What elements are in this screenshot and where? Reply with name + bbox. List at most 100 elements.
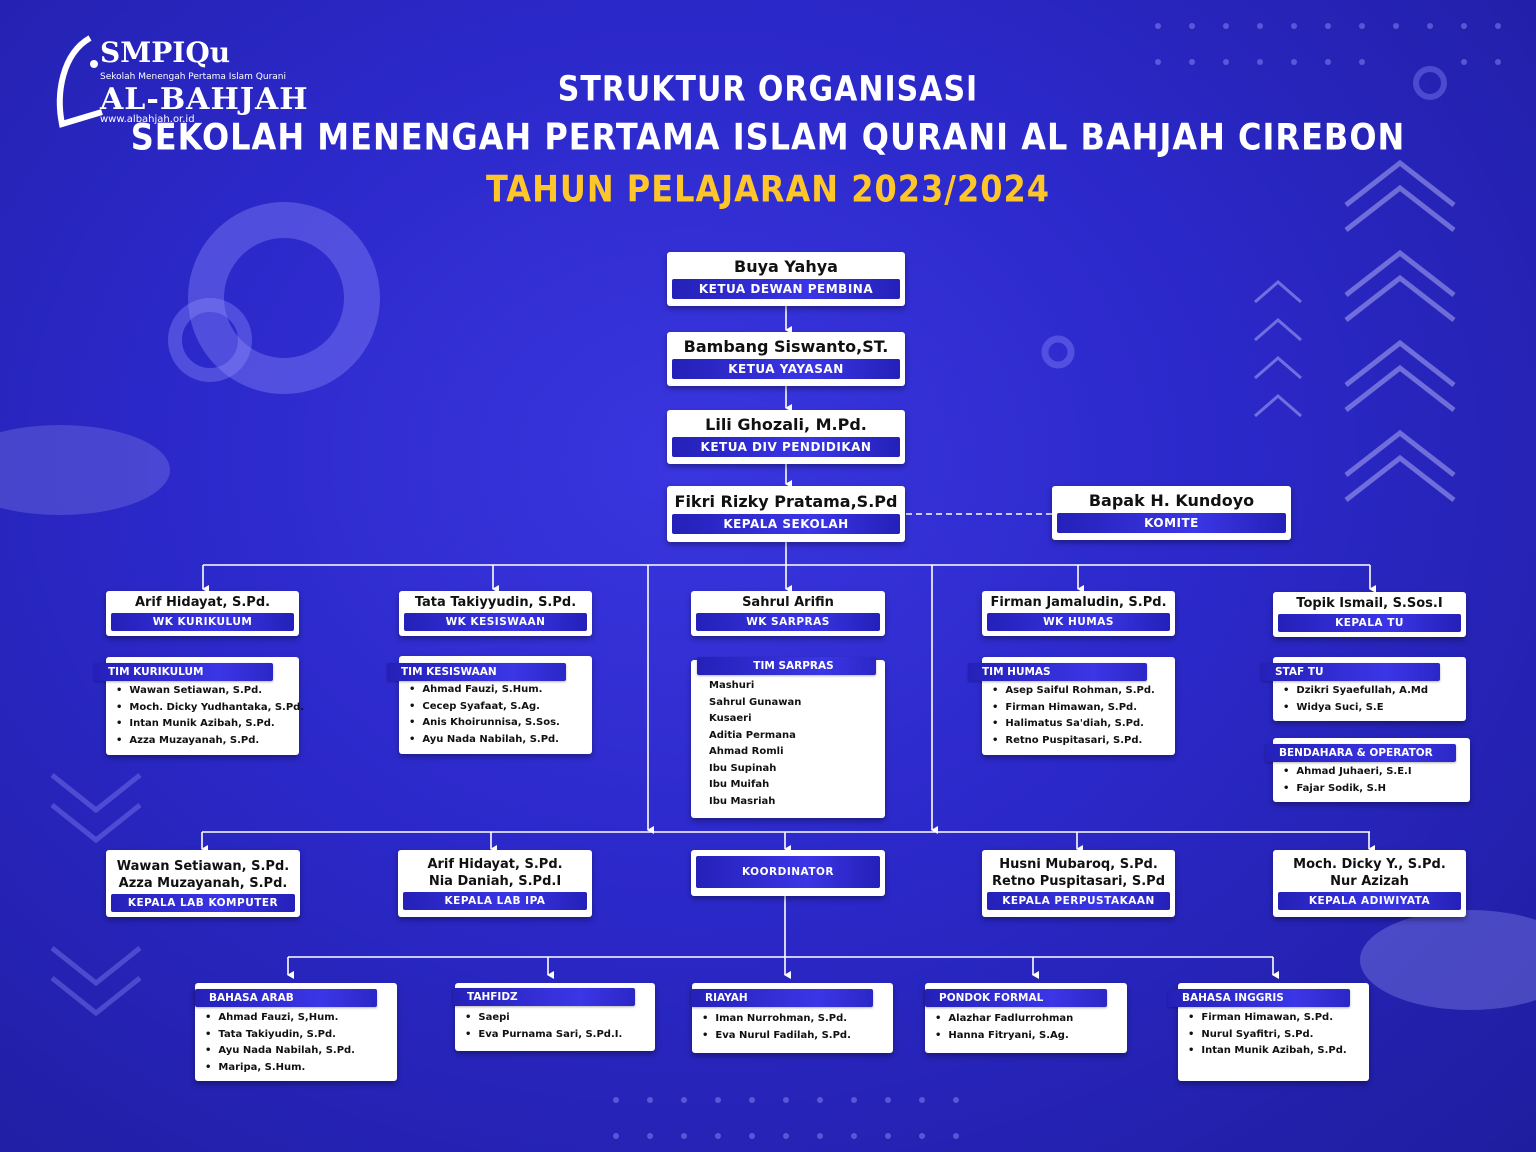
box-role: KOORDINATOR — [696, 856, 880, 888]
list-item: Aditia Permana — [709, 729, 796, 741]
box-role: KEPALA LAB KOMPUTER — [111, 894, 295, 912]
box-wk-kurikulum: Arif Hidayat, S.Pd. WK KURIKULUM — [106, 591, 299, 636]
list-item: Maripa, S.Hum. — [217, 1060, 355, 1077]
list-item: Intan Munik Azibah, S.Pd. — [128, 716, 304, 733]
list-item: Firman Himawan, S.Pd. — [1200, 1010, 1347, 1027]
list-item: Widya Suci, S.E — [1295, 700, 1428, 717]
list-item: Ahmad Fauzi, S,Hum. — [217, 1010, 355, 1027]
tag-tim-sarpras: TIM SARPRAS — [697, 657, 876, 675]
tag-tim-humas: TIM HUMAS — [968, 663, 1147, 681]
box-kepala-adiwiyata: Moch. Dicky Y., S.Pd. Nur Azizah KEPALA … — [1273, 850, 1466, 917]
list-item: Azza Muzayanah, S.Pd. — [128, 733, 304, 750]
list-item: Retno Puspitasari, S.Pd. — [1004, 733, 1155, 750]
tag-pondok-formal: PONDOK FORMAL — [925, 989, 1107, 1007]
tag-tim-kesiswaan: TIM KESISWAAN — [387, 663, 566, 681]
box-wk-humas: Firman Jamaludin, S.Pd. WK HUMAS — [982, 591, 1175, 636]
box-role: KEPALA LAB IPA — [403, 892, 587, 910]
list-item: Saepi — [477, 1010, 622, 1027]
member-list: Ahmad Fauzi, S,Hum. Tata Takiyudin, S.Pd… — [195, 1010, 355, 1076]
member-list: Dzikri Syaefullah, A.Md Widya Suci, S.E — [1273, 683, 1428, 716]
member-list: Wawan Setiawan, S.Pd. Moch. Dicky Yudhan… — [106, 683, 304, 749]
box-name: Arif Hidayat, S.Pd. — [134, 595, 271, 610]
tag-tim-kurikulum: TIM KURIKULUM — [94, 663, 273, 681]
tag-riayah: RIAYAH — [691, 989, 873, 1007]
box-wk-sarpras: Sahrul Arifin WK SARPRAS — [691, 591, 885, 636]
list-item: Ahmad Fauzi, S.Hum. — [421, 682, 560, 699]
list-item: Ayu Nada Nabilah, S.Pd. — [421, 732, 560, 749]
list-item: Sahrul Gunawan — [709, 696, 802, 708]
box-role: KETUA YAYASAN — [672, 359, 900, 379]
box-name: Husni Mubaroq, S.Pd. — [999, 857, 1158, 872]
member-list: Ahmad Juhaeri, S.E.I Fajar Sodik, S.H — [1273, 764, 1412, 798]
list-item: Asep Saiful Rohman, S.Pd. — [1004, 683, 1154, 700]
box-role: WK SARPRAS — [696, 613, 880, 631]
list-item: Ibu Supinah — [709, 762, 777, 774]
list-item: Anis Khoirunnisa, S.Sos. — [421, 715, 559, 732]
list-item: Kusaeri — [709, 713, 752, 724]
list-item: Tata Takiyudin, S.Pd. — [217, 1027, 355, 1044]
box-role: KETUA DEWAN PEMBINA — [672, 279, 900, 299]
tag-bahasa-arab: BAHASA ARAB — [195, 989, 377, 1007]
box-name: Buya Yahya — [734, 257, 838, 276]
box-komite: Bapak H. Kundoyo KOMITE — [1052, 486, 1291, 540]
list-item: Mashuri — [709, 680, 755, 691]
list-item: Iman Nurrohman, S.Pd. — [714, 1011, 851, 1028]
tag-bahasa-inggris: BAHASA INGGRIS — [1168, 989, 1350, 1007]
logo-line1: SMPIQu — [100, 36, 231, 69]
box-kepala-perpustakaan: Husni Mubaroq, S.Pd. Retno Puspitasari, … — [982, 850, 1175, 917]
list-item: Ibu Muifah — [709, 779, 770, 790]
member-list: Alazhar Fadlurrohman Hanna Fitryani, S.A… — [925, 1011, 1073, 1044]
list-item: Fajar Sodik, S.H — [1295, 781, 1412, 798]
list-item: Cecep Syafaat, S.Ag. — [421, 699, 560, 716]
tag-bendahara-operator: BENDAHARA & OPERATOR — [1265, 744, 1456, 762]
member-list: Iman Nurrohman, S.Pd. Eva Nurul Fadilah,… — [692, 1011, 851, 1045]
box-kepala-sekolah: Fikri Rizky Pratama,S.Pd KEPALA SEKOLAH — [667, 486, 905, 542]
member-list: Firman Himawan, S.Pd. Nurul Syafitri, S.… — [1178, 1010, 1347, 1060]
box-wk-kesiswaan: Tata Takiyyudin, S.Pd. WK KESISWAAN — [399, 591, 592, 636]
box-role: KEPALA TU — [1278, 614, 1461, 632]
box-role: KEPALA PERPUSTAKAAN — [987, 892, 1170, 910]
box-name: Bambang Siswanto,ST. — [683, 337, 889, 356]
box-role: KETUA DIV PENDIDIKAN — [672, 437, 900, 457]
list-item: Alazhar Fadlurrohman — [947, 1011, 1073, 1028]
box-name: Azza Muzayanah, S.Pd. — [118, 876, 288, 891]
box-name: Sahrul Arifin — [742, 595, 834, 610]
box-name: Fikri Rizky Pratama,S.Pd — [674, 492, 898, 511]
box-name: Retno Puspitasari, S.Pd — [992, 874, 1165, 889]
box-role: KOMITE — [1057, 513, 1286, 533]
list-item: Hanna Fitryani, S.Ag. — [947, 1028, 1073, 1045]
box-kepala-lab-ipa: Arif Hidayat, S.Pd. Nia Daniah, S.Pd.I K… — [398, 850, 592, 917]
box-name: Firman Jamaludin, S.Pd. — [990, 595, 1167, 610]
box-role: WK KESISWAAN — [404, 613, 587, 631]
logo-line4: www.albahjah.or.id — [100, 114, 195, 125]
box-koordinator: KOORDINATOR — [691, 850, 885, 896]
logo-line2: Sekolah Menengah Pertama Islam Qurani — [100, 72, 286, 82]
member-list: Mashuri Sahrul Gunawan Kusaeri Aditia Pe… — [691, 678, 801, 810]
list-item: Eva Purnama Sari, S.Pd.I. — [477, 1027, 622, 1044]
member-list: Ahmad Fauzi, S.Hum. Cecep Syafaat, S.Ag.… — [399, 682, 560, 749]
list-item: Eva Nurul Fadilah, S.Pd. — [714, 1028, 850, 1045]
box-role: KEPALA SEKOLAH — [672, 514, 900, 534]
box-name: Nur Azizah — [1330, 874, 1409, 889]
list-item: Halimatus Sa'diah, S.Pd. — [1004, 716, 1155, 733]
logo-line3: AL-BAHJAH — [100, 82, 309, 117]
box-name: Wawan Setiawan, S.Pd. — [116, 859, 290, 874]
box-name: Bapak H. Kundoyo — [1088, 491, 1255, 510]
list-item: Ibu Masriah — [709, 795, 776, 807]
list-item: Wawan Setiawan, S.Pd. — [128, 683, 304, 700]
list-item: Ahmad Romli — [709, 746, 784, 757]
box-name: Lili Ghozali, M.Pd. — [705, 415, 867, 434]
box-name: Moch. Dicky Y., S.Pd. — [1293, 857, 1446, 872]
box-role: WK HUMAS — [987, 613, 1170, 631]
list-item: Firman Himawan, S.Pd. — [1004, 700, 1155, 717]
title-line1: STRUKTUR ORGANISASI — [557, 69, 979, 110]
title-line3: TAHUN PELAJARAN 2023/2024 — [485, 167, 1051, 211]
list-item: Nurul Syafitri, S.Pd. — [1200, 1027, 1347, 1044]
box-name: Topik Ismail, S.Sos.I — [1296, 596, 1443, 611]
panel-tim-sarpras: Mashuri Sahrul Gunawan Kusaeri Aditia Pe… — [691, 660, 885, 818]
box-name: Nia Daniah, S.Pd.I — [428, 874, 562, 889]
list-item: Ayu Nada Nabilah, S.Pd. — [217, 1043, 355, 1060]
